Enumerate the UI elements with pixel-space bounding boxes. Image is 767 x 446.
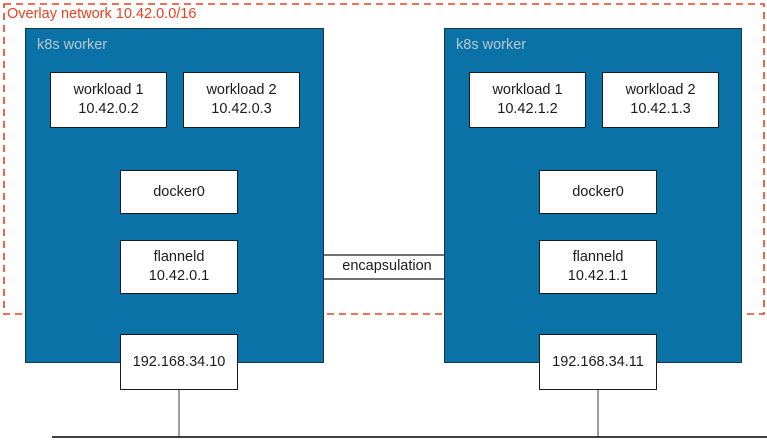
worker-label-right: k8s worker (456, 37, 527, 53)
workload-box-right-2[interactable]: workload 2 10.42.1.3 (602, 72, 719, 128)
flanneld-name: flanneld (153, 249, 205, 265)
workload-ip: 10.42.1.3 (630, 101, 691, 117)
overlay-network-boundary (3, 3, 765, 315)
workload-ip: 10.42.0.3 (211, 101, 272, 117)
workload-box-left-2[interactable]: workload 2 10.42.0.3 (183, 72, 300, 128)
bridge-box-right-docker0[interactable]: docker0 (539, 170, 657, 214)
host-ip-box-right[interactable]: 192.168.34.11 (539, 334, 657, 390)
workload-name: workload 1 (73, 82, 144, 98)
encapsulation-label: encapsulation (342, 258, 432, 274)
workload-name: workload 2 (625, 82, 696, 98)
workload-ip: 10.42.0.2 (78, 101, 139, 117)
bridge-name: docker0 (153, 183, 205, 200)
flanneld-box-left[interactable]: flanneld 10.42.0.1 (120, 240, 238, 294)
flanneld-box-right[interactable]: flanneld 10.42.1.1 (539, 240, 657, 294)
workload-name: workload 1 (492, 82, 563, 98)
bridge-name: docker0 (572, 183, 624, 200)
host-ip-box-left[interactable]: 192.168.34.10 (120, 334, 238, 390)
bridge-box-left-docker0[interactable]: docker0 (120, 170, 238, 214)
host-ip: 192.168.34.10 (132, 353, 226, 370)
flanneld-ip: 10.42.1.1 (567, 268, 629, 284)
flanneld-name: flanneld (572, 249, 624, 265)
workload-box-right-1[interactable]: workload 1 10.42.1.2 (469, 72, 586, 128)
workload-name: workload 2 (206, 82, 277, 98)
workload-ip: 10.42.1.2 (497, 101, 558, 117)
workload-box-left-1[interactable]: workload 1 10.42.0.2 (50, 72, 167, 128)
overlay-network-title: Overlay network 10.42.0.0/16 (7, 6, 197, 22)
worker-label-left: k8s worker (37, 37, 108, 53)
host-ip: 192.168.34.11 (552, 353, 644, 370)
flanneld-ip: 10.42.0.1 (148, 268, 210, 284)
